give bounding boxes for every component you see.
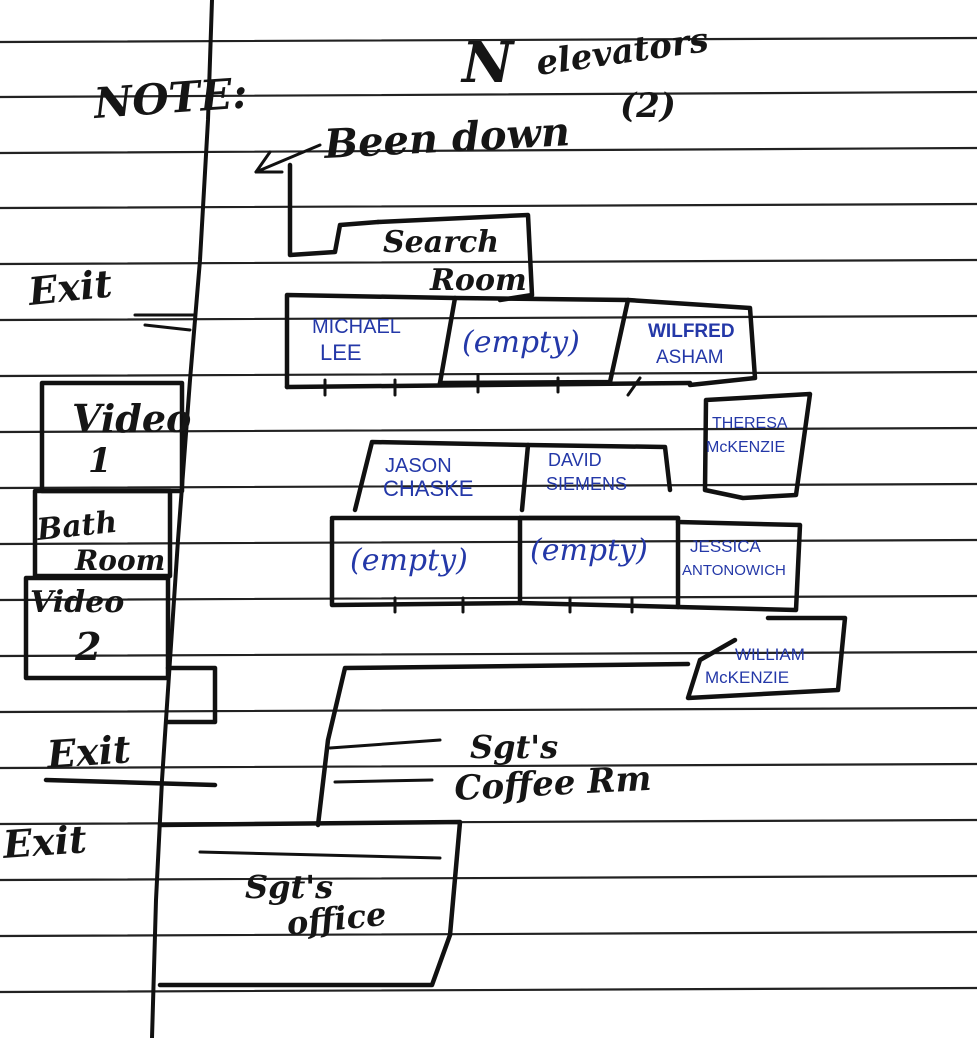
william-mckenzie-label-2: McKENZIE [705, 668, 789, 687]
search-room-label-1: Search [383, 225, 499, 260]
ruled-line [0, 146, 977, 155]
margin-line [150, 0, 214, 1038]
room-jason-chaske [352, 439, 531, 513]
jason-chaske-label-2: CHASKE [383, 476, 473, 501]
sgts-office-top-line [198, 850, 442, 860]
note-label: NOTE: [90, 68, 249, 128]
jason-chaske-label-1: JASON [385, 455, 452, 477]
david-siemens-label-2: SIEMENS [546, 474, 627, 494]
elevators-label: elevators [534, 20, 711, 84]
ruled-line [0, 594, 977, 602]
video-1-label-1: Video [72, 396, 191, 441]
empty-top-label: (empty) [462, 325, 580, 360]
theresa-mckenzie-label-2: McKENZIE [706, 439, 785, 456]
wilfred-asham-label-2: ASHAM [656, 347, 724, 368]
elevators-count: (2) [620, 86, 676, 126]
ruled-line [0, 90, 977, 99]
david-siemens-label-1: DAVID [548, 450, 602, 470]
video-2-label-2: 2 [74, 624, 101, 669]
theresa-mckenzie-label-1: THERESA [712, 415, 788, 432]
sgts-coffee-label-1: Sgt's [470, 728, 558, 766]
jessica-antonowich-label-2: ANTONOWICH [682, 562, 786, 579]
sgts-office-label-1: Sgt's [245, 868, 333, 906]
ruled-line [0, 650, 977, 658]
lower-corridor-wall [315, 661, 691, 828]
north-marker: N [460, 30, 515, 96]
room-david-siemens [525, 442, 673, 493]
michael-lee-label-1: MICHAEL [312, 316, 401, 338]
coffee-room-line-2 [333, 778, 434, 784]
ruled-line [0, 538, 977, 546]
room-wilfred-asham [625, 297, 758, 388]
ruled-line [0, 874, 977, 882]
room-william-mckenzie [685, 615, 848, 701]
wilfred-asham-label-1: WILFRED [648, 321, 735, 342]
ruled-line [0, 482, 977, 490]
ruled-lines [0, 36, 977, 994]
arrow-head [254, 150, 284, 174]
william-mckenzie-label-1: WILLIAM [735, 645, 805, 664]
ruled-line [0, 370, 977, 378]
ruled-line [0, 258, 977, 266]
michael-lee-label-2: LEE [320, 340, 362, 365]
lower-walls [315, 661, 691, 828]
ruled-line [0, 314, 977, 322]
elevator-block [287, 162, 381, 258]
room-michael-lee [284, 292, 458, 390]
ruled-line [0, 36, 977, 44]
ruled-line [0, 202, 977, 210]
video-2-room [23, 575, 171, 681]
ruled-line [0, 706, 977, 714]
ruled-line [0, 986, 977, 994]
bath-room-label-2: Room [74, 544, 165, 577]
empty-mid-label: (empty) [530, 533, 648, 568]
upper-room-block [284, 292, 758, 397]
ruled-line [0, 930, 977, 938]
coffee-room-line-1 [328, 738, 442, 750]
empty-left-label: (empty) [350, 543, 468, 578]
exit-label-1: Exit [25, 260, 114, 314]
exit-label-2: Exit [44, 726, 132, 777]
jessica-antonowich-label-1: JESSICA [690, 537, 762, 556]
room-theresa-mckenzie [702, 391, 813, 501]
room-jessica-antonowich [675, 519, 803, 613]
exit-corridor-floor [43, 777, 218, 788]
been-down-label: Been down [322, 108, 571, 168]
exit-corridor-wall [165, 665, 218, 725]
ruled-line [0, 426, 977, 434]
search-room-label-2: Room [429, 263, 527, 298]
bath-room-label-1: Bath [34, 505, 119, 548]
arrow-been-down [254, 143, 322, 174]
door-tick [626, 376, 642, 397]
upper-corridor-wall [284, 380, 693, 390]
room-empty-left [329, 515, 523, 608]
exit-label-3: Exit [0, 816, 88, 867]
exit-arrow-2 [143, 323, 192, 332]
left-column-walls [23, 313, 218, 788]
video-1-label-2: 1 [88, 441, 112, 481]
ruled-line [0, 818, 977, 826]
video-2-label-1: Video [30, 585, 124, 620]
middle-room-block [329, 439, 803, 614]
room-sgts-office [157, 819, 463, 988]
